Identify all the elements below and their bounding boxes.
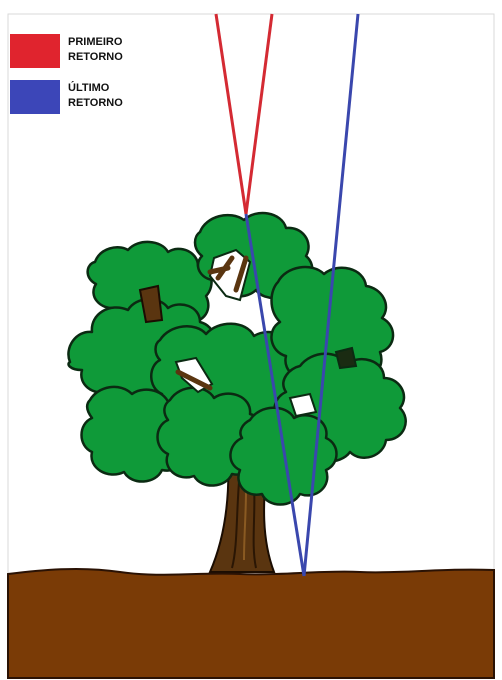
legend-item-last-return: ÚLTIMO RETORNO [10, 80, 123, 114]
first-return-label: PRIMEIRO RETORNO [68, 35, 123, 65]
last-return-label: ÚLTIMO RETORNO [68, 81, 123, 111]
ground [8, 569, 494, 678]
last-return-swatch [10, 80, 60, 114]
first-return-swatch [10, 34, 60, 68]
legend: PRIMEIRO RETORNO ÚLTIMO RETORNO [10, 34, 123, 126]
legend-item-first-return: PRIMEIRO RETORNO [10, 34, 123, 68]
